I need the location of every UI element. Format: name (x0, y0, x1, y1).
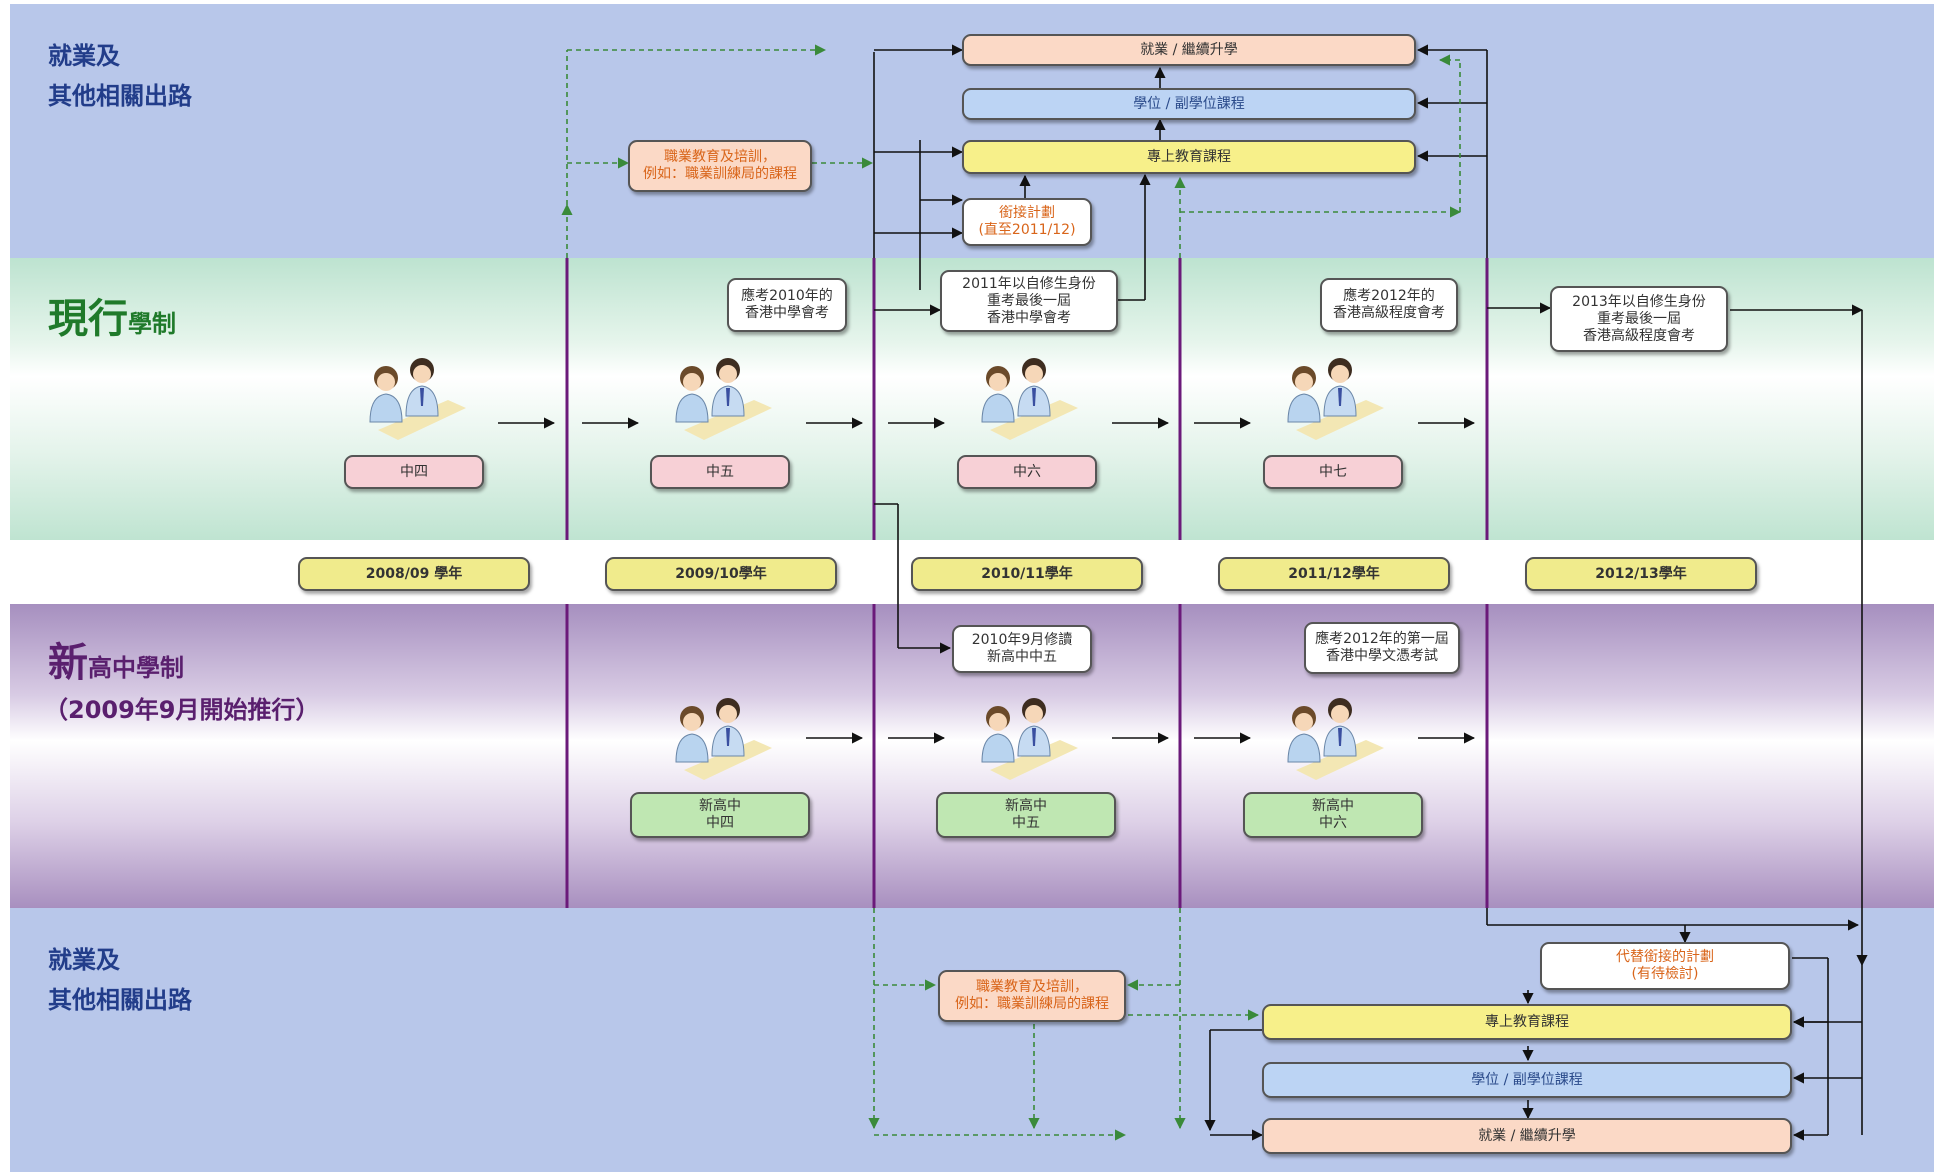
hkdse-2012-box: 應考2012年的第一屆 香港中學文憑考試 (1304, 622, 1460, 674)
top-outlet-heading: 就業及 其他相關出路 (48, 36, 192, 116)
hkale-2013-private-box: 2013年以自修生身份 重考最後一屆 香港高級程度會考 (1550, 286, 1728, 352)
level-s7-box: 中七 (1263, 455, 1403, 489)
bottom-employment-box: 就業 / 繼續升學 (1262, 1118, 1792, 1154)
top-degree-box: 學位 / 副學位課程 (962, 88, 1416, 120)
students-icon (358, 350, 468, 446)
top-vocational-box: 職業教育及培訓， 例如：職業訓練局的課程 (628, 140, 812, 192)
level-s6-box: 中六 (957, 455, 1097, 489)
bottom-outlet-heading-line2: 其他相關出路 (48, 986, 192, 1014)
nss-heading: 新高中學制 (48, 630, 184, 688)
current-system-subtitle: 學制 (128, 310, 176, 338)
students-icon (664, 690, 774, 786)
nss-s5-2010-box: 2010年9月修讀 新高中中五 (952, 625, 1092, 673)
hkcee-2011-private-box: 2011年以自修生身份 重考最後一屆 香港中學會考 (940, 270, 1118, 332)
students-icon (664, 350, 774, 446)
nss-s6-box: 新高中 中六 (1243, 792, 1423, 838)
level-s5-box: 中五 (650, 455, 790, 489)
nss-s5-box: 新高中 中五 (936, 792, 1116, 838)
top-outlet-heading-line2: 其他相關出路 (48, 82, 192, 110)
level-s4-box: 中四 (344, 455, 484, 489)
bottom-outlet-heading: 就業及 其他相關出路 (48, 940, 192, 1020)
year-2011-12: 2011/12學年 (1218, 557, 1450, 591)
bottom-post-secondary-box: 專上教育課程 (1262, 1004, 1792, 1040)
top-post-secondary-box: 專上教育課程 (962, 140, 1416, 174)
nss-start-note: （2009年9月開始推行） (44, 696, 320, 724)
students-icon (970, 690, 1080, 786)
year-2008-09: 2008/09 學年 (298, 557, 530, 591)
hkcee-2010-box: 應考2010年的 香港中學會考 (727, 278, 847, 332)
year-dividers (565, 258, 1489, 908)
nss-subtitle: 高中學制 (88, 654, 184, 682)
bridging-programme-box: 銜接計劃 (直至2011/12) (962, 198, 1092, 246)
top-outlet-heading-line1: 就業及 (48, 42, 120, 70)
alternative-programme-box: 代替銜接的計劃 (有待檢討) (1540, 942, 1790, 990)
bottom-outlet-heading-line1: 就業及 (48, 946, 120, 974)
nss-title: 新 (48, 640, 88, 686)
bottom-degree-box: 學位 / 副學位課程 (1262, 1062, 1792, 1098)
students-icon (1276, 690, 1386, 786)
hkale-2012-box: 應考2012年的 香港高級程度會考 (1320, 278, 1458, 332)
nss-s4-box: 新高中 中四 (630, 792, 810, 838)
current-system-title: 現行 (48, 296, 128, 342)
top-employment-box: 就業 / 繼續升學 (962, 34, 1416, 66)
year-2010-11: 2010/11學年 (911, 557, 1143, 591)
students-icon (970, 350, 1080, 446)
year-2012-13: 2012/13學年 (1525, 557, 1757, 591)
current-system-heading: 現行學制 (48, 286, 176, 344)
students-icon (1276, 350, 1386, 446)
bottom-vocational-box: 職業教育及培訓， 例如：職業訓練局的課程 (938, 970, 1126, 1022)
year-2009-10: 2009/10學年 (605, 557, 837, 591)
